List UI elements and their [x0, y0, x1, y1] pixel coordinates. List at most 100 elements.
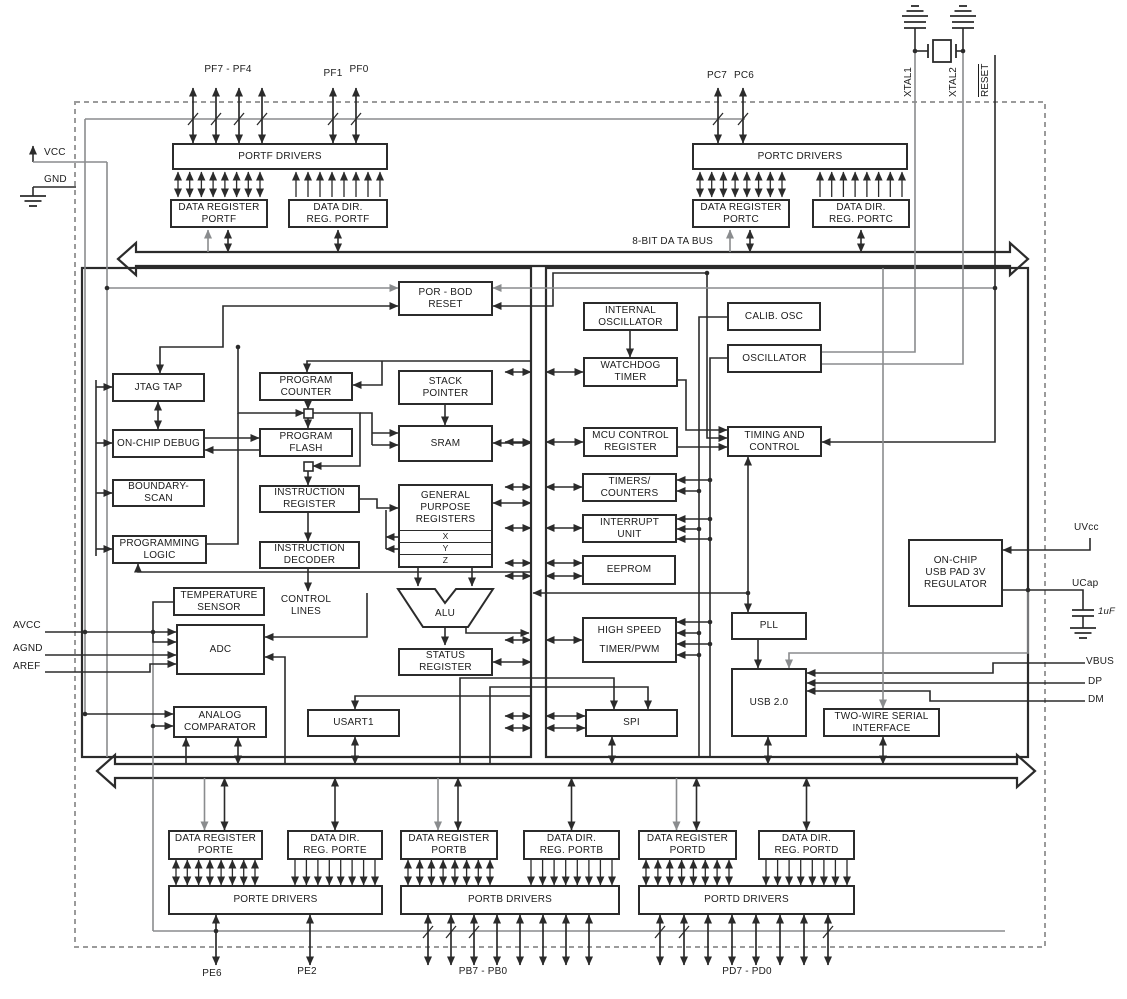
block-label: SPI [623, 717, 640, 728]
crystal-icon [932, 39, 952, 63]
chip-boundary [74, 101, 1046, 948]
wire [822, 51, 916, 353]
block-label: USART1 [333, 717, 374, 728]
block-timers: TIMERS/COUNTERS [582, 473, 677, 502]
wire [822, 925, 834, 939]
pin-label-aref: AREF [13, 661, 41, 672]
junction-dot [696, 488, 702, 494]
block-label: DATA DIR. [546, 833, 597, 844]
block-label: PORTE [197, 845, 234, 856]
block-calibOsc: CALIB. OSC [727, 302, 821, 331]
block-label: USB 2.0 [749, 696, 789, 708]
block-label: REGISTER [283, 499, 336, 510]
alu-shape [396, 588, 495, 628]
block-label: SCAN [144, 493, 173, 504]
block-label: PORTD DRIVERS [704, 894, 789, 905]
block-label: TIMERS/ [608, 475, 651, 487]
block-label: UNIT [617, 528, 642, 540]
pin-label-xtal1: XTAL1 [903, 67, 914, 97]
junction-dot [82, 711, 88, 717]
block-label: REG. PORTB [539, 845, 604, 856]
block-label: HIGH SPEED [597, 625, 662, 636]
pin-label-dm: DM [1088, 694, 1104, 705]
wire [654, 925, 666, 939]
pin-label-agnd: AGND [13, 643, 43, 654]
wire [489, 686, 652, 764]
wire [352, 361, 383, 389]
block-label: PROGRAM [279, 374, 333, 386]
wire [187, 112, 199, 126]
gpr-row: Y [400, 542, 491, 554]
block-label: SENSOR [197, 601, 241, 613]
block-label: INTERRUPT [599, 516, 660, 528]
junction-dot [213, 928, 219, 934]
block-portb-drivers: PORTB DRIVERS [400, 885, 620, 915]
wire [134, 563, 531, 573]
junction-dot [696, 652, 702, 658]
block-label: LOGIC [143, 549, 176, 561]
pin-label-pe2: PE2 [297, 966, 317, 977]
block-label: DECODER [283, 555, 336, 566]
wire [468, 925, 480, 939]
pin-label-vcc: VCC [44, 147, 66, 158]
block-spi: SPI [585, 709, 678, 737]
wire [256, 112, 268, 126]
block-label: REG. PORTC [828, 213, 894, 225]
pin-label-pd7-pd0: PD7 - PD0 [722, 966, 772, 977]
wire [806, 662, 1085, 677]
pin-label-pf1: PF1 [323, 68, 343, 79]
capacitor-value: 1uF [1098, 606, 1115, 617]
block-label: OSCILLATOR [598, 316, 663, 328]
wire [706, 273, 728, 442]
block-label: PORTF DRIVERS [238, 150, 322, 162]
block-label: GENERAL [420, 490, 471, 501]
wire [45, 660, 177, 673]
junction-dot [707, 619, 713, 625]
pin-label-avcc: AVCC [13, 620, 41, 631]
peripherals-box [544, 266, 1030, 759]
block-label: DATA DIR. [313, 201, 363, 213]
mux-square-icon [303, 408, 314, 419]
block-label: REG. PORTE [303, 845, 367, 856]
block-label: COMPARATOR [183, 722, 256, 733]
pin-label-pe6: PE6 [202, 968, 222, 979]
block-label: INSTRUCTION [274, 487, 345, 498]
block-porte-data-direction: DATA DIR.REG. PORTE [287, 830, 383, 860]
junction-dot [707, 477, 713, 483]
block-label: REGISTER [604, 442, 657, 453]
pin-label-pf7-pf4: PF7 - PF4 [204, 64, 252, 75]
wire [207, 413, 239, 545]
block-label: DATA REGISTER [408, 833, 490, 844]
block-sram: SRAM [398, 425, 493, 462]
junction-dot [150, 629, 156, 635]
block-label: RESET [428, 298, 463, 310]
block-label: ANALOG [198, 710, 242, 721]
pin-label-ucap: UCap [1072, 578, 1099, 589]
block-label: DATA DIR. [781, 833, 832, 844]
pin-label-vbus: VBUS [1086, 656, 1115, 667]
block-label: PROGRAMMING [119, 537, 200, 549]
block-label: STATUS [425, 650, 466, 661]
wire [1002, 538, 1091, 554]
data-bus [116, 240, 1030, 278]
block-label: DATA REGISTER [178, 201, 260, 213]
block-label: TIMER/PWM [599, 644, 660, 655]
junction-dot [150, 723, 156, 729]
wire [821, 55, 996, 446]
wire [822, 51, 964, 365]
block-label: DATA DIR. [836, 201, 886, 213]
block-pll: PLL [731, 612, 807, 640]
block-eeprom: EEPROM [582, 555, 676, 585]
